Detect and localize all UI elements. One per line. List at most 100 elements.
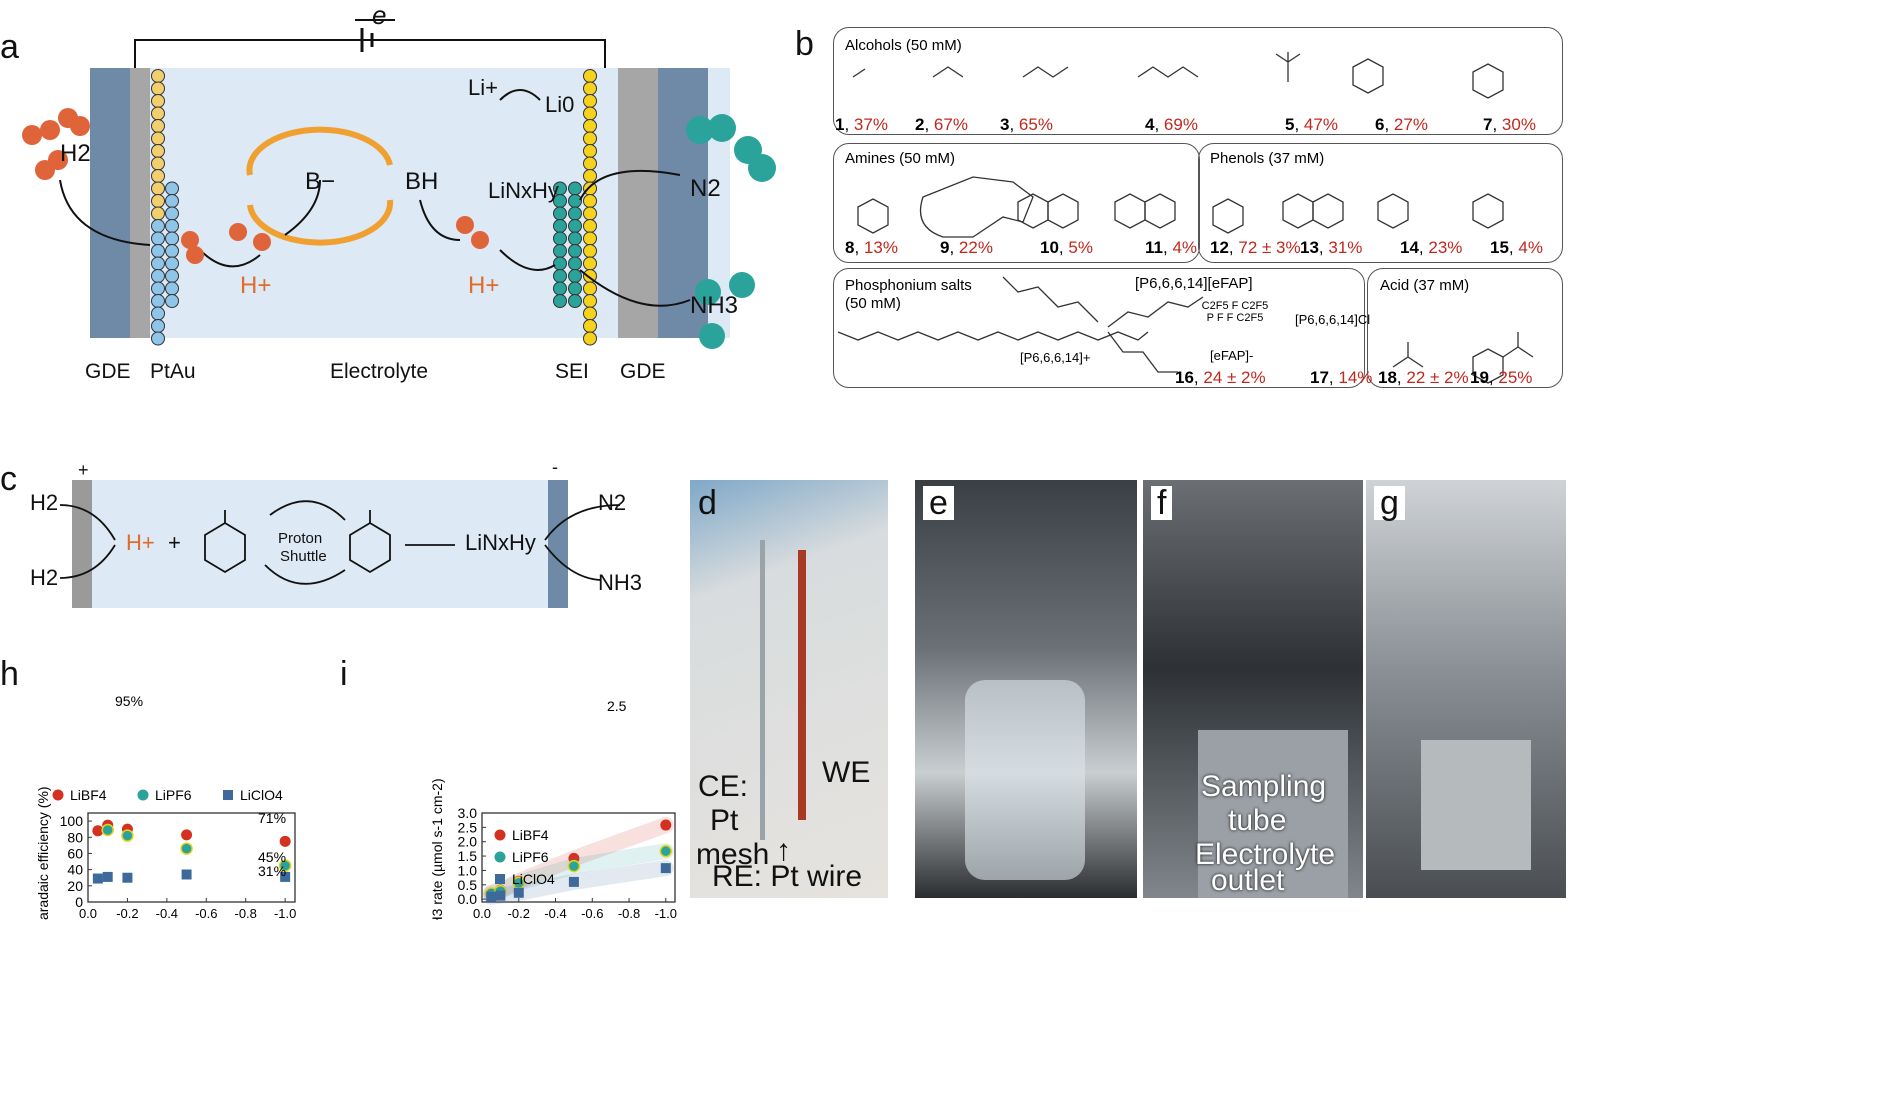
y-tick-label: 3.0 [458,805,478,821]
electrode-particle [165,219,179,233]
electrode-particle [151,156,165,171]
electrode-particle [151,181,165,196]
annotation: 2.5 [607,698,627,714]
c-h2-bottom: H2 [30,565,59,590]
data-point-LiPF6 [278,859,292,872]
compound-number: 6 [1375,115,1385,134]
compound-number: 15 [1490,238,1509,257]
electrode-particle [151,244,165,258]
electrode-particle [151,106,165,121]
electrode-particle [165,206,179,221]
electrode-particle [165,256,179,271]
electrode-particle [151,281,165,296]
y-tick-label: 80 [67,829,83,845]
electrode-particle [583,319,597,333]
c-shuttle-1: Proton [278,530,323,547]
compound-number: 13 [1300,238,1319,257]
compound-yield: 4% [1518,238,1543,257]
legend-marker [495,874,505,884]
annotation: 95% [115,693,143,709]
compound-yield: 69% [1163,115,1198,134]
x-tick-label: -0.2 [508,906,530,920]
gde-left-layer [130,68,150,338]
panel-label-f: f [1151,486,1173,520]
compound-yield: 72 ± 3% [1238,238,1301,257]
electrode-particle [165,294,179,308]
data-point-LiPF6 [121,829,134,842]
electrode-particle [583,169,597,183]
electrode-particle [568,219,582,233]
electrode-particle [583,331,597,346]
legend-label: LiClO4 [240,787,283,803]
h-plus-right: H+ [468,272,500,299]
data-point-LiClO4 [568,876,579,887]
electrode-particle [583,256,597,271]
photo-e: e [915,480,1137,898]
electrode-particle [568,256,582,271]
electrode-particle [151,119,165,133]
electrode-particle [553,219,567,233]
electrode-particle [568,231,582,246]
label-gde-right: GDE [620,360,666,383]
label-ptau: PtAu [150,360,196,383]
compound-label: 5, 47% [1285,115,1338,134]
photo-d: CE: Pt mesh WE ↑ RE: Pt wire d [690,480,888,898]
compound-yield: 22 ± 2% [1406,368,1469,387]
electrode-particle [583,81,597,96]
electrode-particle [568,194,582,208]
li0-label: Li0 [545,92,575,117]
electrode-particle [568,294,582,308]
electrode-particle [151,131,165,146]
compound-yield: 4% [1172,238,1198,257]
h-plus-left: H+ [240,272,272,299]
annotation: 31% [258,863,286,879]
compound-label: 10, 5% [1040,238,1093,257]
y-tick-label: 0 [75,894,83,910]
compound-number: 17 [1310,368,1329,387]
c-nh3: NH3 [598,570,643,595]
x-tick-label: -1.0 [274,906,296,920]
amines-title: Amines (50 mM) [845,150,956,167]
n2-label: N2 [690,175,721,202]
data-point-LiClO4 [280,871,291,882]
electrode-particle [165,244,179,258]
legend-label: LiClO4 [512,871,555,887]
group-amines [833,143,1200,263]
electrode-particle [568,181,582,196]
compound-number: 14 [1400,238,1419,257]
panel-c-diagram [59,500,621,585]
panel-label-a: a [0,28,19,66]
compound-yield: 65% [1018,115,1053,134]
compound-yield: 30% [1501,115,1536,134]
photo-f: Sampling tube Electrolyte outlet f [1143,480,1363,898]
electrode-particle [583,219,597,233]
c-h2-top: H2 [30,490,59,515]
electrode-particle [151,269,165,283]
chart-h: 0.0-0.2-0.4-0.6-0.8-1.0020406080100Curre… [35,693,296,920]
ce-label-3: mesh [696,838,770,871]
electrode-particle [151,81,165,96]
electrode-particle [151,231,165,246]
legend-label: LiBF4 [70,787,107,803]
compound-yield: 22% [958,238,993,257]
electrode-particle [553,269,567,283]
panel-label-h: h [0,655,19,693]
alcohols-title: Alcohols (50 mM) [845,37,962,54]
x-tick-label: -0.8 [235,906,257,920]
ce-label-2: Pt [710,804,739,837]
electrode-particle [151,219,165,233]
compound-number: 12 [1210,238,1229,257]
electrode-particle [553,256,567,271]
outlet-label-2: outlet [1211,864,1285,897]
data-point-LiClO4 [181,869,192,880]
electrode-particle [151,206,165,221]
electrode-particle [568,206,582,221]
we-wire [798,550,806,820]
electrode-particle [583,194,597,208]
electrode-particle [151,69,165,83]
x-tick-label: -0.6 [195,906,217,920]
compound-label: 11, 4% [1145,238,1198,257]
glass-cell [965,680,1085,880]
legend-label: LiPF6 [512,849,549,865]
compound-label: 18, 22 ± 2% [1378,368,1469,387]
